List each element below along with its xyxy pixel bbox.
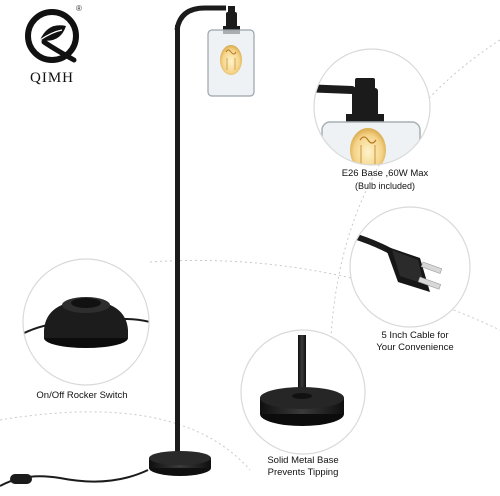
cable-caption-line1: 5 Inch Cable for [381, 330, 449, 341]
base-callout-circle [240, 329, 366, 455]
bulb-callout-circle [313, 48, 431, 166]
registered-mark: ® [76, 4, 82, 13]
base-caption-line2: Prevents Tipping [267, 467, 339, 478]
bulb-caption-line1: E26 Base ,60W Max [341, 168, 429, 179]
base-caption: Solid Metal Base Prevents Tipping [248, 455, 358, 479]
floor-lamp [0, 5, 255, 487]
cable-caption: 5 Inch Cable for Your Convenience [360, 330, 470, 354]
bulb-caption-line2: (Bulb included) [354, 181, 416, 191]
switch-caption-line1: On/Off Rocker Switch [36, 390, 128, 401]
qimh-leaf-logo-icon [25, 9, 79, 63]
brand-name: QIMH [30, 70, 74, 86]
plug-callout-circle [349, 206, 471, 328]
bulb-caption: E26 Base ,60W Max (Bulb included) [320, 168, 450, 192]
switch-callout-circle [22, 258, 150, 386]
inline-switch-icon [10, 474, 32, 484]
dotted-guide-arcs [0, 39, 500, 471]
cable-caption-line2: Your Convenience [376, 342, 454, 353]
bulb [220, 45, 242, 75]
base-caption-line1: Solid Metal Base [267, 455, 339, 466]
switch-caption: On/Off Rocker Switch [22, 390, 142, 402]
